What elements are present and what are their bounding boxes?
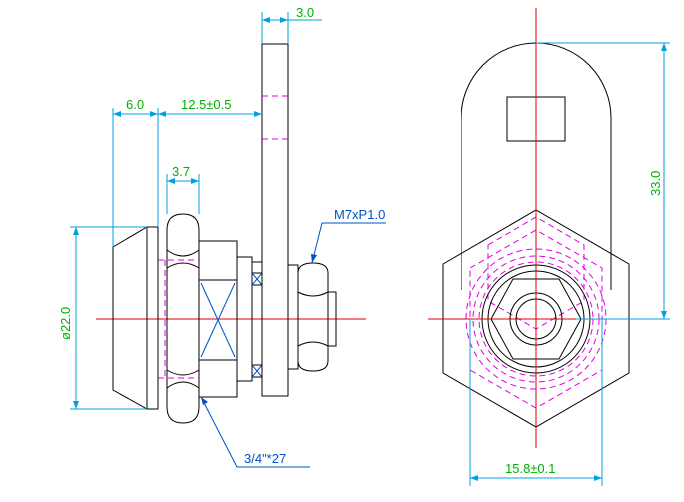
body-thread-label: 3/4"*27 [244,451,286,466]
leader-thread-spec: M7xP1.0 [311,207,386,264]
dim-hex-width: 15.8±0.1 [469,319,603,486]
dim-nut-thickness: 3.7 [166,164,200,214]
dim-hex-width-label: 15.8±0.1 [505,461,556,476]
side-view: 3.0 6.0 12.5±0.5 3.7 [58,5,386,468]
thread-spec-label: M7xP1.0 [334,207,385,222]
cam-plate-side [261,43,289,397]
leader-body-thread: 3/4"*27 [200,396,310,468]
dim-head-diameter-label: ø22.0 [58,307,73,340]
dim-face-depth: 6.0 [112,97,159,247]
dim-plate-thickness-label: 3.0 [296,5,314,20]
dim-plate-thickness: 3.0 [261,5,322,44]
dim-body-to-plate-label: 12.5±0.5 [181,97,232,112]
screw-nut [287,262,337,372]
dim-head-diameter: ø22.0 [58,226,147,410]
lock-head [112,226,159,410]
dim-nut-thickness-label: 3.7 [172,164,190,179]
hex-nut [166,213,200,424]
dim-body-to-plate: 12.5±0.5 [158,97,262,117]
front-view: 33.0 15.8±0.1 [428,8,670,486]
dim-face-depth-label: 6.0 [126,97,144,112]
dim-cam-length-label: 33.0 [648,171,663,196]
dim-cam-length: 33.0 [536,42,670,320]
